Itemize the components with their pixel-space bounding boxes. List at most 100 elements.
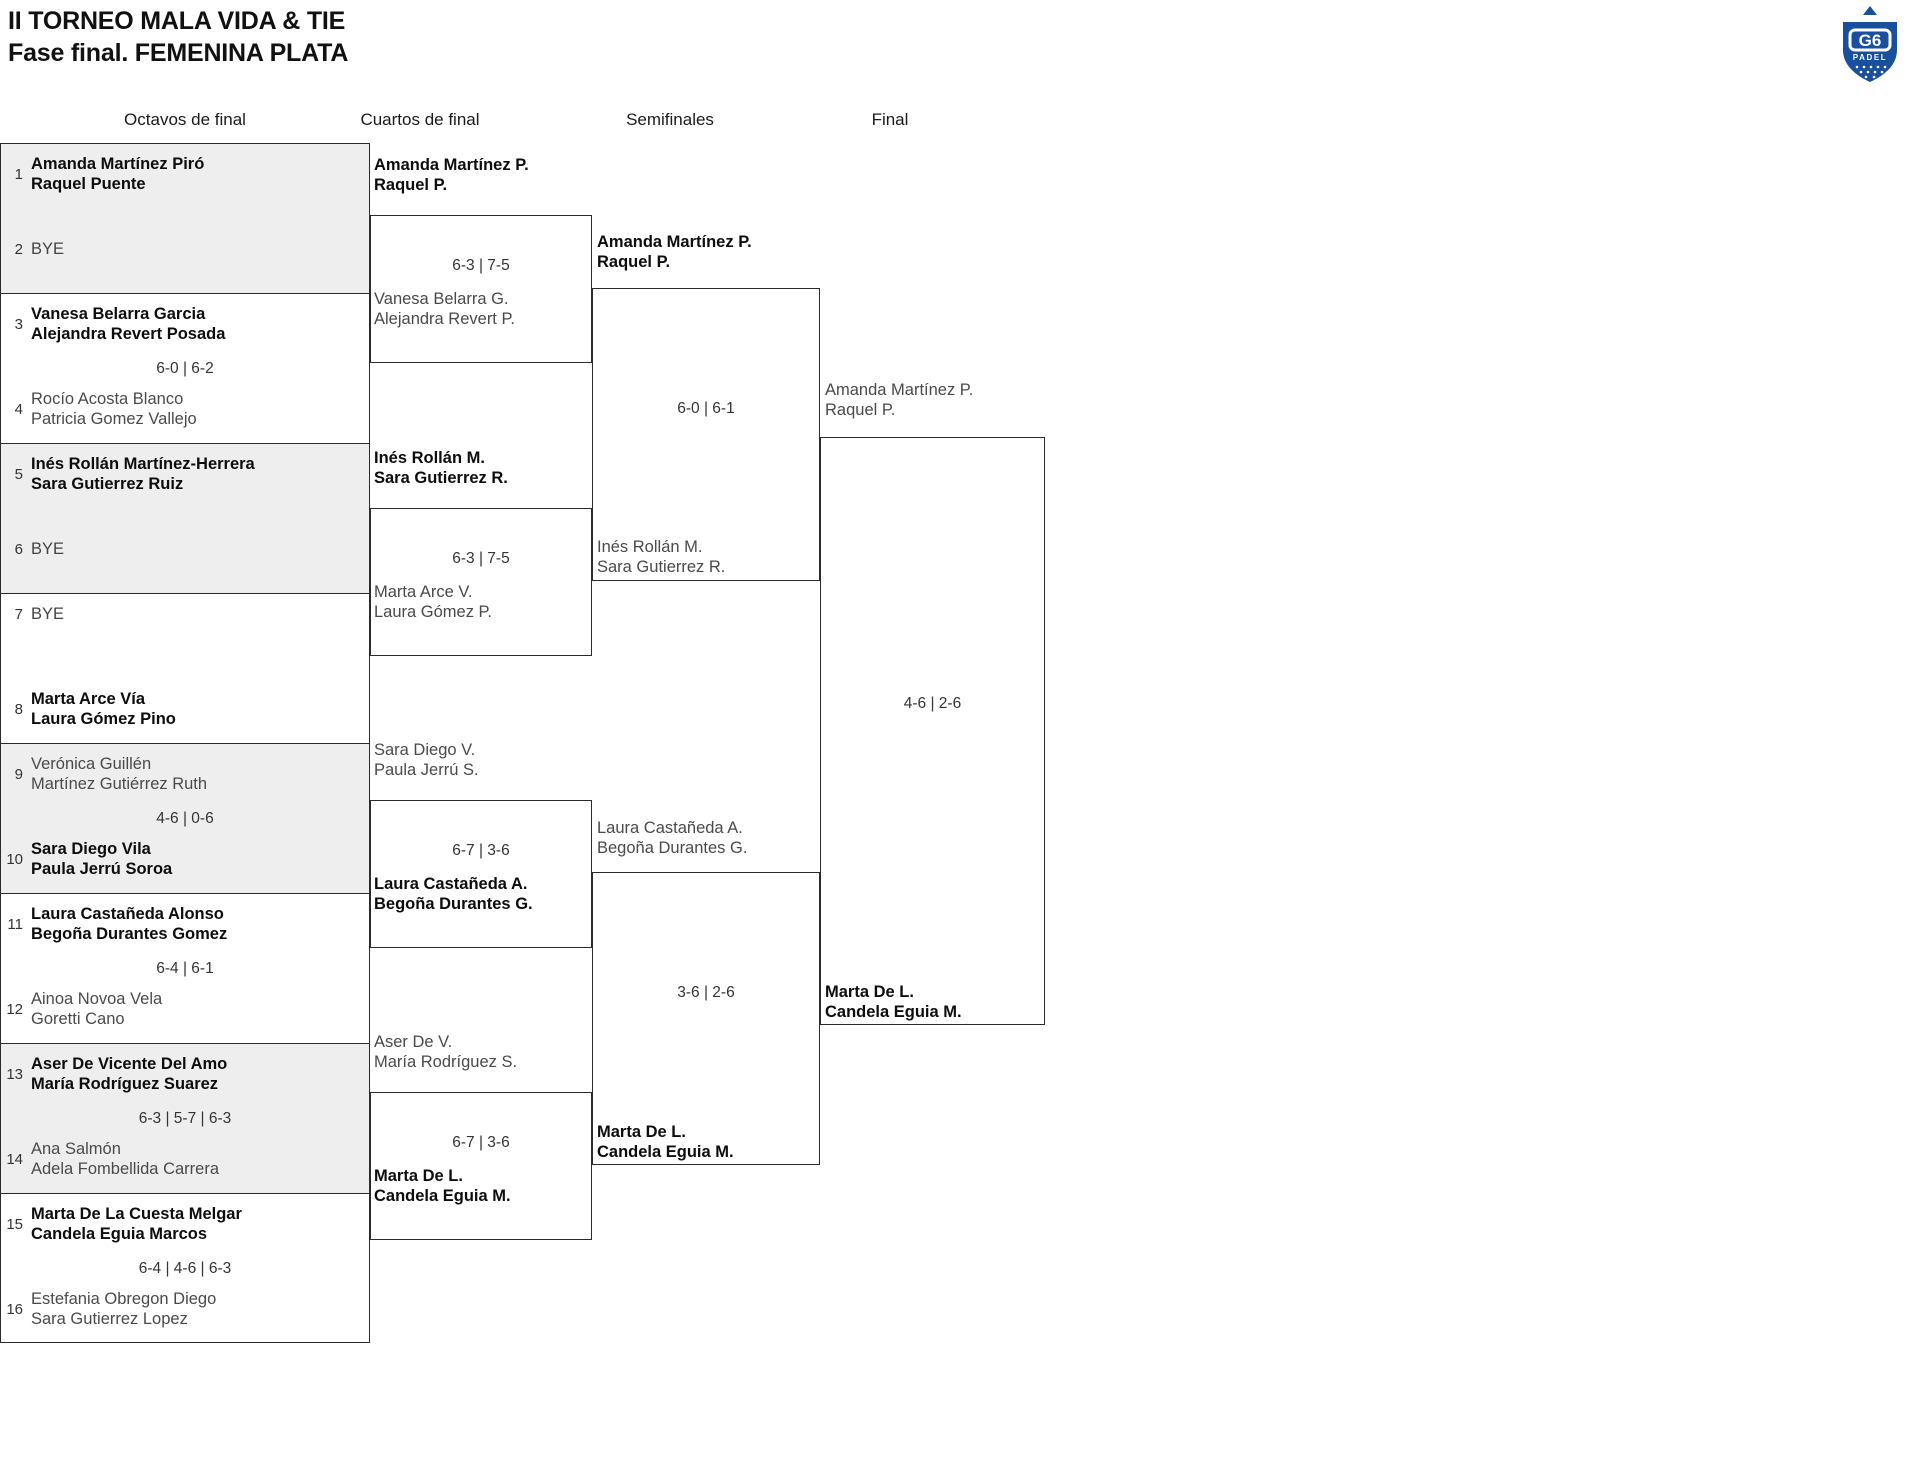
round3-team-bottom[interactable]: Inés Rollán M. Sara Gutierrez R. <box>597 537 725 578</box>
round3-team-bottom[interactable]: Marta De L. Candela Eguia M. <box>597 1122 734 1163</box>
team-line-2: Candela Eguia M. <box>374 1187 511 1206</box>
round2-team-top[interactable]: Inés Rollán M.Sara Gutierrez R. <box>374 448 508 489</box>
final-match-box[interactable] <box>820 437 1045 1025</box>
seed-number: 15 <box>6 1215 23 1233</box>
team-line-1: Marta De L. <box>374 1167 463 1185</box>
match-score: 4-6 | 0-6 <box>156 810 214 827</box>
match-score: 6-3 | 7-5 <box>452 550 510 567</box>
team-line-1: Marta De L. <box>597 1123 686 1141</box>
team-line-2: Candela Eguia M. <box>597 1143 734 1162</box>
team-line-2: Laura Gómez P. <box>374 603 493 622</box>
team-line-1: Aser De V. <box>374 1033 453 1051</box>
page-title: II TORNEO MALA VIDA & TIE Fase final. FE… <box>8 6 348 70</box>
round2-team-bottom[interactable]: Marta Arce V.Laura Gómez P. <box>374 582 492 623</box>
team-line-1: BYE <box>31 605 65 623</box>
team-line-1: Amanda Martínez P. <box>825 381 974 399</box>
bye-label: BYE <box>31 539 64 559</box>
team-line-2: María Rodríguez Suarez <box>31 1075 219 1094</box>
champion-team[interactable]: Marta De L.Candela Eguia M. <box>825 982 962 1023</box>
seed-number: 13 <box>6 1065 23 1083</box>
round2-team-top[interactable]: Amanda Martínez P.Raquel P. <box>374 155 529 196</box>
round3-team-top[interactable]: Amanda Martínez P.Raquel P. <box>597 232 752 273</box>
team-line-1: Vanesa Belarra G. <box>374 290 509 308</box>
team-line-2: Paula Jerrú S. <box>374 761 479 780</box>
round2-team-top[interactable]: Aser De V.María Rodríguez S. <box>374 1032 517 1073</box>
round2-team-bottom[interactable]: Vanesa Belarra G.Alejandra Revert P. <box>374 289 515 330</box>
seed-number: 10 <box>6 850 23 868</box>
team-line-2: Raquel P. <box>825 401 896 420</box>
team-line-2: Sara Gutierrez R. <box>597 558 726 577</box>
round2-match-box[interactable] <box>370 1092 592 1240</box>
team-line-1: Sara Diego V. <box>374 741 476 759</box>
seed-number: 11 <box>7 915 23 933</box>
team-line-1: Aser De Vicente Del Amo <box>31 1055 228 1073</box>
g6-padel-logo-icon: G6 PADEL <box>1833 4 1907 86</box>
team-line-2: Begoña Durantes G. <box>374 895 533 914</box>
round2-match-box[interactable] <box>370 800 592 948</box>
round3-team-top[interactable]: Laura Castañeda A.Begoña Durantes G. <box>597 818 747 859</box>
match-score: 6-4 | 6-1 <box>156 960 214 977</box>
team-line-2: Candela Eguia Marcos <box>31 1225 208 1244</box>
team-line-2: Raquel P. <box>597 253 671 272</box>
seed-number: 12 <box>6 1000 23 1018</box>
team-line-1: Ana Salmón <box>31 1140 121 1158</box>
seed-number: 16 <box>6 1300 23 1318</box>
column-header-final: Final <box>871 110 909 129</box>
team-line-1: Marta De La Cuesta Melgar <box>31 1205 242 1223</box>
match-score: 6-0 | 6-2 <box>156 360 214 377</box>
team-line-1: Laura Castañeda Alonso <box>31 905 224 923</box>
team-line-2: Sara Gutierrez Lopez <box>31 1310 188 1329</box>
match-score: 6-7 | 3-6 <box>452 1134 510 1151</box>
team-line-2: Sara Gutierrez R. <box>374 469 508 488</box>
final-team-top[interactable]: Amanda Martínez P. Raquel P. <box>825 380 973 421</box>
round3-match-box[interactable] <box>592 872 820 1165</box>
seed-number: 4 <box>14 400 23 418</box>
team-line-2: Begoña Durantes G. <box>597 839 748 858</box>
team-line-1: Amanda Martínez Piró <box>31 155 205 173</box>
team-line-1: Inés Rollán M. <box>597 538 703 556</box>
team-line-2: Laura Gómez Pino <box>31 710 176 729</box>
round1-slot-bottom[interactable]: 6 BYE <box>1 539 369 559</box>
round2-match-box[interactable] <box>370 215 592 363</box>
round3-match-box[interactable] <box>592 288 820 581</box>
team-line-2: Goretti Cano <box>31 1010 125 1029</box>
round2-match-box[interactable] <box>370 508 592 656</box>
seed-number: 6 <box>14 540 23 558</box>
team-line-2: Sara Gutierrez Ruiz <box>31 475 184 494</box>
bye-label: BYE <box>31 239 64 259</box>
round2-team-bottom[interactable]: Laura Castañeda A.Begoña Durantes G. <box>374 874 533 915</box>
round2-team-bottom[interactable]: Marta De L. Candela Eguia M. <box>374 1166 511 1207</box>
match-score: 3-6 | 2-6 <box>677 984 735 1001</box>
team-line-1: Amanda Martínez P. <box>374 156 529 174</box>
round2-team-top[interactable]: Sara Diego V. Paula Jerrú S. <box>374 740 479 781</box>
